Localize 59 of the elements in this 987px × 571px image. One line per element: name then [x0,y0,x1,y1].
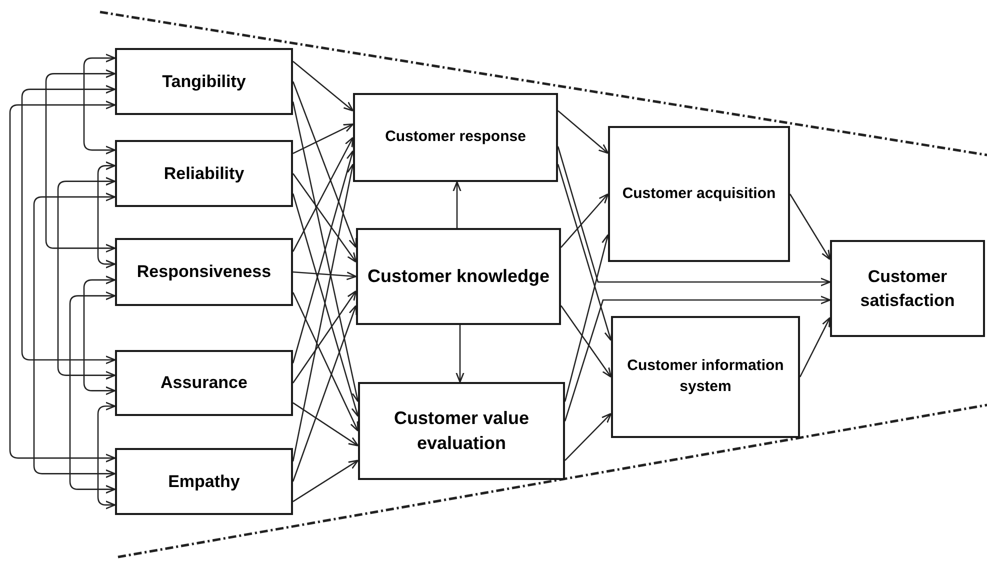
arrow [456,325,464,383]
double-headed-arrow [97,402,116,510]
arrow [557,146,831,286]
arrow [789,194,831,260]
process-box [830,240,985,337]
arrow [292,136,354,252]
arrow [292,193,360,417]
box-label: Tangibility [162,70,246,93]
box-label: Empathy [168,470,240,493]
process-box [115,448,293,515]
arrow [558,110,609,154]
arrow [799,316,831,378]
arrow [560,305,612,378]
process-box [356,228,561,325]
process-box [115,350,293,416]
double-headed-arrow [9,100,116,462]
box-label: Customer information system [626,356,785,397]
arrow [560,193,609,248]
double-headed-arrow [83,276,116,396]
arrow [292,304,358,482]
arrow [564,412,612,461]
arrow [564,234,610,402]
process-box [115,238,293,306]
arrow [292,150,355,364]
double-headed-arrow [45,69,116,253]
arrow [292,460,359,502]
arrow [292,173,357,263]
process-box [115,48,293,115]
box-label: Reliability [164,162,244,185]
process-box [608,126,790,262]
arrow [292,164,356,462]
arrow [557,164,613,342]
box-label: Responsiveness [136,261,272,284]
double-headed-arrow [33,192,116,478]
arrow [292,290,357,384]
arrow [564,296,831,422]
box-label: Customer satisfaction [859,266,956,312]
double-headed-arrow [57,177,116,380]
arrow [292,81,357,248]
double-headed-arrow [21,85,116,364]
arrow [292,60,354,112]
process-box [115,140,293,207]
box-label: Customer value evaluation [392,407,530,455]
arrow [292,402,359,446]
double-headed-arrow [69,291,116,494]
box-label: Customer response [385,127,526,148]
arrow [292,123,354,154]
box-label: Customer knowledge [367,265,550,288]
arrow [292,292,359,432]
box-label: Assurance [160,372,248,394]
process-box [353,93,558,182]
double-headed-arrow [83,54,116,154]
arrow [452,181,462,228]
arrow [292,101,360,402]
double-headed-arrow [97,161,116,268]
process-box [611,316,800,438]
process-box [358,382,565,480]
box-label: Customer acquisition [622,184,776,204]
arrow [292,271,357,280]
